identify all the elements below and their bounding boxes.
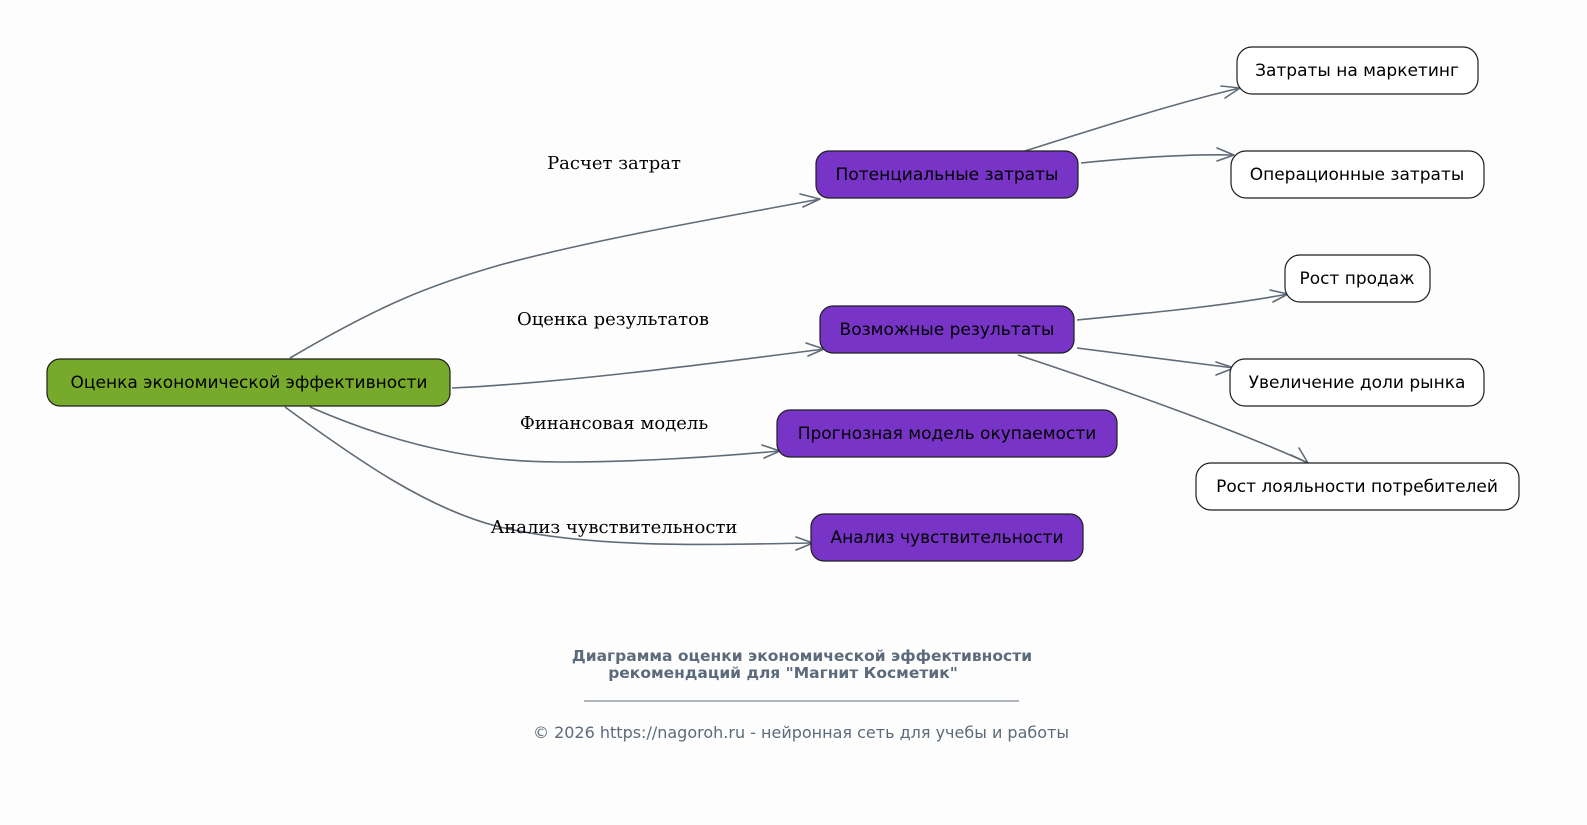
branch-node-label: Возможные результаты [840,320,1055,340]
leaf-node-label: Операционные затраты [1250,165,1465,185]
branch-node-possible-results: Возможные результаты [819,305,1075,354]
leaf-node-operational-costs: Операционные затраты [1230,150,1485,199]
branch-node-label: Анализ чувствительности [830,528,1063,548]
leaf-node-label: Рост продаж [1299,269,1414,289]
branch-node-payback-model: Прогнозная модель окупаемости [776,409,1118,458]
caption-title-line-1: Диаграмма оценки экономической эффективн… [572,647,1032,665]
edge-label-financial-model: Финансовая модель [520,413,709,434]
leaf-node-sales-growth: Рост продаж [1284,254,1431,303]
branch-node-potential-costs: Потенциальные затраты [815,150,1079,199]
edge-root-to-possible-results [451,342,825,389]
caption-title-line-2: рекомендаций для "Магнит Косметик" [608,664,958,682]
edge-results-to-sales-growth [1076,289,1289,321]
edge-results-to-market-share [1076,347,1235,376]
copyright-text: © 2026 https://nagoroh.ru - нейронная се… [533,723,1069,742]
leaf-node-label: Увеличение доли рынка [1249,373,1466,393]
edge-costs-to-marketing [1024,85,1241,152]
root-node: Оценка экономической эффективности [46,358,451,407]
edge-label-results-assessment: Оценка результатов [517,309,709,330]
branch-node-label: Прогнозная модель окупаемости [798,424,1097,444]
branch-node-label: Потенциальные затраты [836,165,1059,185]
diagram-caption: Диаграмма оценки экономической эффективн… [533,647,1069,742]
edge-costs-to-operational [1080,147,1235,164]
root-node-label: Оценка экономической эффективности [71,373,428,393]
edge-label-sensitivity-analysis: Анализ чувствительности [491,517,738,538]
leaf-node-marketing-costs: Затраты на маркетинг [1236,46,1479,95]
leaf-node-customer-loyalty: Рост лояльности потребителей [1195,462,1520,511]
edge-root-to-potential-costs [289,193,821,359]
edge-label-cost-calculation: Расчет затрат [547,153,681,174]
branch-node-sensitivity-analysis: Анализ чувствительности [810,513,1084,562]
leaf-node-market-share: Увеличение доли рынка [1229,358,1485,407]
leaf-node-label: Рост лояльности потребителей [1216,477,1498,497]
leaf-node-label: Затраты на маркетинг [1255,61,1459,81]
